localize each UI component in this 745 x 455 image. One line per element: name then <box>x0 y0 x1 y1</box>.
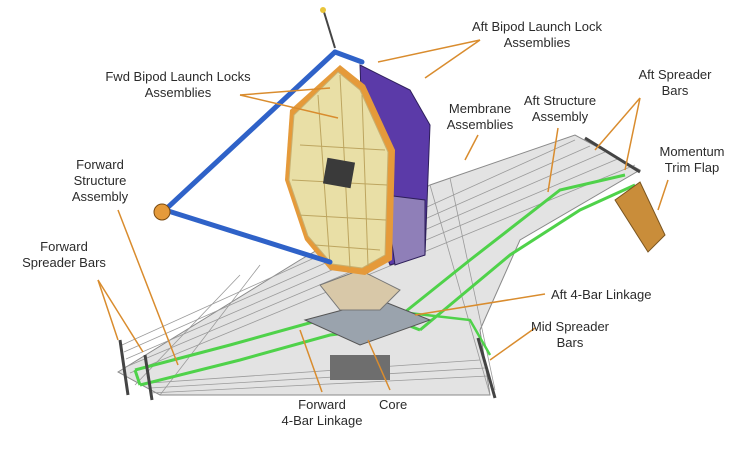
label-forward-4-bar-linkage: Forward 4-Bar Linkage <box>281 397 363 428</box>
leader-core <box>367 339 391 391</box>
momentum-trim-flap <box>614 181 666 253</box>
antenna <box>323 11 336 49</box>
label-aft-bipod-launch-lock: Aft Bipod Launch Lock Assemblies <box>471 19 603 50</box>
leader-forward-spreader <box>97 279 119 341</box>
label-forward-spreader-bars: Forward Spreader Bars <box>22 239 106 270</box>
label-aft-spreader-bars: Aft Spreader Bars <box>638 67 712 98</box>
leader-aft-4bar <box>414 293 546 316</box>
mid-structure-frame <box>399 310 492 356</box>
leader-lines <box>97 39 669 393</box>
primary-mirror <box>285 65 395 275</box>
label-aft-structure-assembly: Aft Structure Assembly <box>523 93 597 124</box>
aft-spreader-bar <box>584 136 641 174</box>
label-core: Core <box>379 397 408 412</box>
spreader-bars <box>118 136 641 401</box>
label-momentum-trim-flap: Momentum Trim Flap <box>659 144 725 175</box>
forward-spreader-bar <box>143 354 154 401</box>
leader-fwd-bipod <box>239 94 339 119</box>
antenna-tip <box>320 7 326 13</box>
mid-spreader-bar <box>476 337 497 399</box>
support-struts <box>162 49 365 265</box>
leader-membrane <box>464 134 479 161</box>
leader-mid-spreader <box>489 327 536 361</box>
label-fwd-bipod-launch-locks: Fwd Bipod Launch Locks Assemblies <box>105 69 251 100</box>
forward-spreader-bar <box>118 339 130 396</box>
label-aft-4-bar-linkage: Aft 4-Bar Linkage <box>551 287 652 302</box>
leader-aft-bipod <box>424 39 481 79</box>
leader-forward-structure <box>117 209 179 366</box>
leader-aft-structure <box>547 127 559 193</box>
secondary-mirror-aperture <box>322 157 356 189</box>
leader-momentum-trim <box>657 179 669 211</box>
label-membrane-assemblies: Membrane Assemblies <box>446 101 514 132</box>
core-box <box>330 355 390 380</box>
leader-aft-spreader <box>624 97 641 171</box>
label-mid-spreader-bars: Mid Spreader Bars <box>530 319 610 350</box>
leader-aft-spreader <box>594 97 641 151</box>
leader-aft-bipod <box>377 39 481 63</box>
label-forward-structure-assembly: Forward Structure Assembly <box>71 157 129 204</box>
leader-forward-spreader <box>97 279 144 353</box>
leader-forward-4bar <box>299 329 323 393</box>
secondary-mirror <box>153 203 171 221</box>
core-bus <box>303 269 432 380</box>
leader-fwd-bipod <box>239 87 331 96</box>
